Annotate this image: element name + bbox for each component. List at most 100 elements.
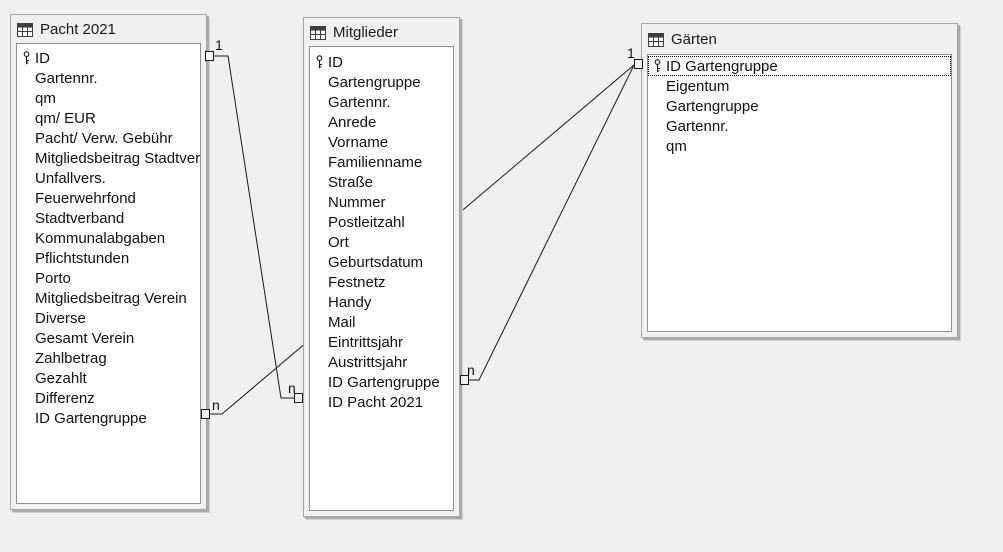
primary-key-icon (648, 58, 666, 74)
table-title: Mitglieder (333, 24, 399, 41)
field-row[interactable]: Mitgliedsbeitrag Stadtverl (17, 148, 200, 168)
field-row[interactable]: Gartengruppe (310, 72, 453, 92)
field-row[interactable]: Mail (310, 312, 453, 332)
relationship-line-pacht-id-to-mitglieder[interactable] (207, 55, 300, 399)
field-row[interactable]: Mitgliedsbeitrag Verein (17, 288, 200, 308)
field-name: qm (35, 89, 56, 107)
field-row[interactable]: Feuerwehrfond (17, 188, 200, 208)
field-row[interactable]: ID Pacht 2021 (310, 392, 453, 412)
field-name: Diverse (35, 309, 86, 327)
field-name: Gesamt Verein (35, 329, 135, 347)
field-row[interactable]: ID (17, 48, 200, 68)
table-icon (648, 32, 664, 47)
table-title-bar[interactable]: Mitglieder (304, 18, 459, 45)
field-name: ID Gartengruppe (35, 409, 147, 427)
cardinality-label: n (288, 380, 296, 396)
field-row[interactable]: Stadtverband (17, 208, 200, 228)
field-row[interactable]: ID Gartengruppe (310, 372, 453, 392)
field-row[interactable]: Pflichtstunden (17, 248, 200, 268)
field-name: qm/ EUR (35, 109, 96, 127)
field-row[interactable]: ID Gartengruppe (648, 56, 951, 76)
field-row[interactable]: Gartennr. (648, 116, 951, 136)
field-row[interactable]: Zahlbetrag (17, 348, 200, 368)
field-row[interactable]: Familienname (310, 152, 453, 172)
field-row[interactable]: Geburtsdatum (310, 252, 453, 272)
field-name: Gartennr. (328, 93, 391, 111)
field-row[interactable]: ID (310, 52, 453, 72)
field-row[interactable]: Pacht/ Verw. Gebühr (17, 128, 200, 148)
field-row[interactable]: Gartennr. (17, 68, 200, 88)
table-title-bar[interactable]: Pacht 2021 (11, 15, 206, 42)
field-name: ID (35, 49, 50, 67)
field-row[interactable]: Straße (310, 172, 453, 192)
cardinality-label: 1 (215, 37, 223, 53)
field-row[interactable]: Anrede (310, 112, 453, 132)
field-name: Austrittsjahr (328, 353, 408, 371)
field-name: Gartengruppe (666, 97, 759, 115)
field-row[interactable]: Diverse (17, 308, 200, 328)
primary-key-icon (17, 50, 35, 66)
field-row[interactable]: ID Gartengruppe (17, 408, 200, 428)
field-row[interactable]: Differenz (17, 388, 200, 408)
field-name: Zahlbetrag (35, 349, 107, 367)
field-row[interactable]: qm/ EUR (17, 108, 200, 128)
field-row[interactable]: Porto (17, 268, 200, 288)
field-row[interactable]: Gartengruppe (648, 96, 951, 116)
field-row[interactable]: Gesamt Verein (17, 328, 200, 348)
field-row[interactable]: Ort (310, 232, 453, 252)
field-row[interactable]: Eintrittsjahr (310, 332, 453, 352)
field-name: Postleitzahl (328, 213, 405, 231)
field-row[interactable]: Vorname (310, 132, 453, 152)
field-row[interactable]: Handy (310, 292, 453, 312)
field-name: Straße (328, 173, 374, 191)
field-row[interactable]: Gartennr. (310, 92, 453, 112)
field-name: Eintrittsjahr (328, 333, 404, 351)
cardinality-label: n (212, 397, 220, 413)
field-name: Gartengruppe (328, 73, 421, 91)
relationship-line-gaerten-to-mitglieder[interactable] (464, 64, 635, 381)
cardinality-label: n (467, 362, 475, 378)
field-name: Gezahlt (35, 369, 87, 387)
field-name: Vorname (328, 133, 389, 151)
field-name: Nummer (328, 193, 386, 211)
field-name: Kommunalabgaben (35, 229, 166, 247)
field-row[interactable]: Nummer (310, 192, 453, 212)
field-name: Gartennr. (35, 69, 98, 87)
field-name: Unfallvers. (35, 169, 106, 187)
field-name: Anrede (328, 113, 377, 131)
cardinality-label: 1 (627, 45, 635, 61)
field-name: Pflichtstunden (35, 249, 130, 267)
primary-key-icon (310, 54, 328, 70)
field-row[interactable]: qm (648, 136, 951, 156)
table-title: Pacht 2021 (40, 21, 116, 38)
field-row[interactable]: Eigentum (648, 76, 951, 96)
field-name: ID (328, 53, 343, 71)
field-name: Geburtsdatum (328, 253, 424, 271)
field-row[interactable]: qm (17, 88, 200, 108)
field-name: Festnetz (328, 273, 386, 291)
field-row[interactable]: Kommunalabgaben (17, 228, 200, 248)
field-row[interactable]: Festnetz (310, 272, 453, 292)
field-row[interactable]: Postleitzahl (310, 212, 453, 232)
field-name: Differenz (35, 389, 95, 407)
field-name: Mitgliedsbeitrag Stadtverl (35, 149, 200, 167)
field-name: Feuerwehrfond (35, 189, 136, 207)
field-name: Familienname (328, 153, 423, 171)
table-title-bar[interactable]: Gärten (642, 24, 957, 53)
field-row[interactable]: Gezahlt (17, 368, 200, 388)
field-row[interactable]: Austrittsjahr (310, 352, 453, 372)
field-name: ID Gartengruppe (328, 373, 440, 391)
field-name: ID Gartengruppe (666, 57, 778, 75)
field-row[interactable]: Unfallvers. (17, 168, 200, 188)
field-name: Handy (328, 293, 372, 311)
field-name: Porto (35, 269, 71, 287)
field-name: ID Pacht 2021 (328, 393, 424, 411)
field-name: Eigentum (666, 77, 730, 95)
table-icon (310, 25, 326, 40)
